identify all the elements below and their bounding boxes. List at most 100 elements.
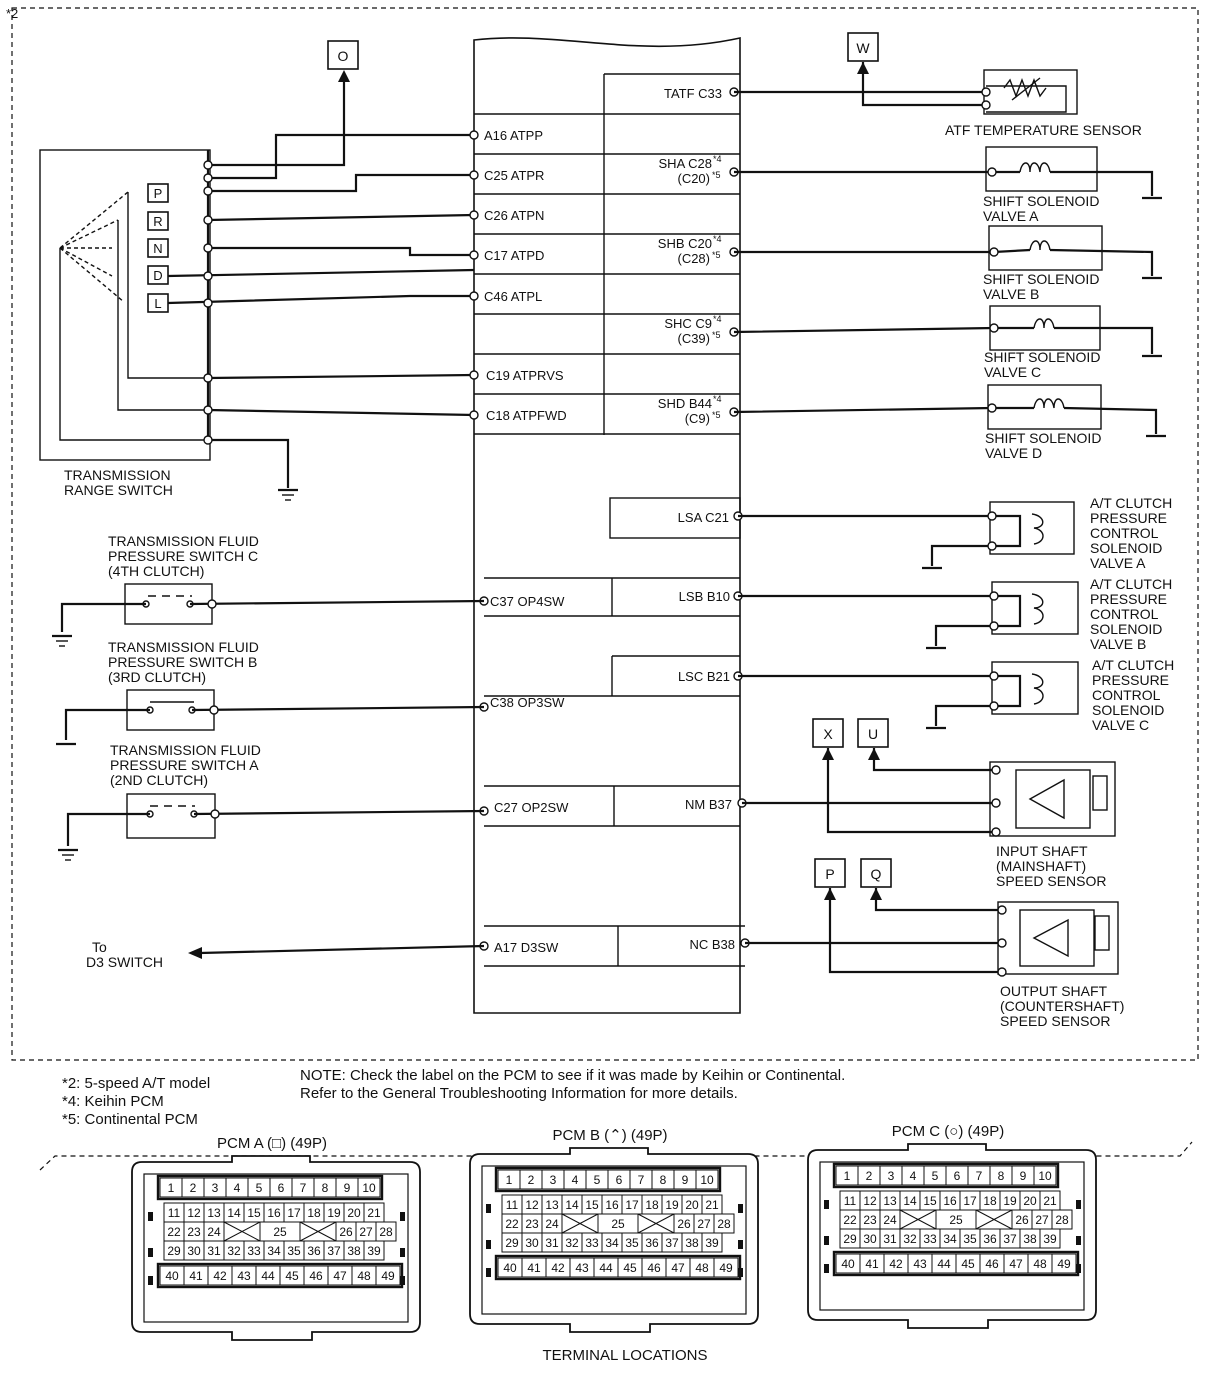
terminal-6: 6 <box>954 1169 961 1183</box>
svg-text:SOLENOID: SOLENOID <box>1092 702 1164 718</box>
svg-text:CONTROL: CONTROL <box>1090 525 1159 541</box>
terminal-8: 8 <box>998 1169 1005 1183</box>
terminal-18: 18 <box>645 1198 659 1212</box>
terminal-2: 2 <box>190 1181 197 1195</box>
svg-text:PRESSURE SWITCH C: PRESSURE SWITCH C <box>108 548 258 564</box>
pcm-left-pin-labels: A16 ATPP C25 ATPR C26 ATPN C17 ATPD C46 … <box>484 128 569 955</box>
svg-text:(2ND CLUTCH): (2ND CLUTCH) <box>110 772 208 788</box>
connector-tags: O W X U P Q <box>327 32 892 888</box>
terminal-42: 42 <box>551 1261 565 1275</box>
terminal-40: 40 <box>841 1257 855 1271</box>
range-l: L <box>154 296 161 311</box>
d3-switch-output: To D3 SWITCH <box>86 939 485 970</box>
pin-shb-alt: (C28) <box>677 251 710 266</box>
connector-title: PCM B (⌃) (49P) <box>552 1127 667 1144</box>
terminal-3: 3 <box>212 1181 219 1195</box>
pin-sha-alt-sup: *5 <box>712 170 721 180</box>
pin-shd-sup: *4 <box>713 394 722 404</box>
terminal-18: 18 <box>983 1194 997 1208</box>
terminal-7: 7 <box>300 1181 307 1195</box>
pin-shc: SHC C9 <box>664 316 712 331</box>
terminal-35: 35 <box>287 1244 301 1258</box>
terminal-13: 13 <box>207 1206 221 1220</box>
terminal-18: 18 <box>307 1206 321 1220</box>
svg-text:D3 SWITCH: D3 SWITCH <box>86 954 163 970</box>
output-shaft-speed-sensor: OUTPUT SHAFT (COUNTERSHAFT) SPEED SENSOR <box>745 888 1124 1029</box>
terminal-9: 9 <box>344 1181 351 1195</box>
pin-shd-alt-sup: *5 <box>712 410 721 420</box>
terminal-29: 29 <box>843 1232 857 1246</box>
terminal-10: 10 <box>362 1181 376 1195</box>
terminal-49: 49 <box>719 1261 733 1275</box>
svg-text:(3RD CLUTCH): (3RD CLUTCH) <box>108 669 206 685</box>
terminal-37: 37 <box>1003 1232 1017 1246</box>
terminal-1: 1 <box>168 1181 175 1195</box>
terminal-38: 38 <box>347 1244 361 1258</box>
connector-title: PCM A (□) (49P) <box>217 1135 327 1152</box>
terminal-31: 31 <box>883 1232 897 1246</box>
terminal-25: 25 <box>949 1213 963 1227</box>
terminal-15: 15 <box>247 1206 261 1220</box>
terminal-16: 16 <box>943 1194 957 1208</box>
terminal-48: 48 <box>357 1269 371 1283</box>
fluid-pressure-switch-a: TRANSMISSION FLUID PRESSURE SWITCH A (2N… <box>58 742 485 861</box>
terminal-25: 25 <box>611 1217 625 1231</box>
terminal-1: 1 <box>506 1173 513 1187</box>
terminal-6: 6 <box>616 1173 623 1187</box>
terminal-21: 21 <box>705 1198 719 1212</box>
tag-w-box <box>847 32 879 62</box>
pin-shc-alt: (C39) <box>677 331 710 346</box>
arrow-to-o <box>338 70 350 82</box>
range-switch-wires <box>167 78 475 488</box>
terminal-41: 41 <box>527 1261 541 1275</box>
fluid-pressure-switch-b: TRANSMISSION FLUID PRESSURE SWITCH B (3R… <box>56 639 485 746</box>
svg-text:VALVE B: VALVE B <box>983 286 1039 302</box>
terminal-32: 32 <box>227 1244 241 1258</box>
svg-text:*4: Keihin PCM: *4: Keihin PCM <box>62 1093 164 1110</box>
pin-shb-sup: *4 <box>713 234 722 244</box>
pin-c27: C27 OP2SW <box>494 800 569 815</box>
terminal-32: 32 <box>903 1232 917 1246</box>
terminal-4: 4 <box>572 1173 579 1187</box>
terminal-38: 38 <box>685 1236 699 1250</box>
tag-o: O <box>338 48 349 64</box>
terminal-28: 28 <box>379 1225 393 1239</box>
terminal-33: 33 <box>585 1236 599 1250</box>
terminal-11: 11 <box>168 1206 181 1220</box>
terminal-39: 39 <box>705 1236 719 1250</box>
shift-solenoid-b: SHIFT SOLENOID VALVE B <box>734 225 1162 302</box>
terminal-19: 19 <box>665 1198 679 1212</box>
terminal-14: 14 <box>903 1194 917 1208</box>
terminal-5: 5 <box>932 1169 939 1183</box>
terminal-24: 24 <box>545 1217 559 1231</box>
svg-text:ATF TEMPERATURE SENSOR: ATF TEMPERATURE SENSOR <box>945 122 1142 138</box>
tag-u-box <box>857 718 889 748</box>
terminal-36: 36 <box>645 1236 659 1250</box>
terminal-24: 24 <box>207 1225 221 1239</box>
terminal-37: 37 <box>665 1236 679 1250</box>
terminal-28: 28 <box>1055 1213 1069 1227</box>
terminal-13: 13 <box>545 1198 559 1212</box>
pin-c38: C38 OP3SW <box>490 695 565 710</box>
terminal-10: 10 <box>700 1173 714 1187</box>
svg-text:CONTROL: CONTROL <box>1090 606 1159 622</box>
terminal-2: 2 <box>528 1173 535 1187</box>
terminal-44: 44 <box>599 1261 613 1275</box>
terminal-31: 31 <box>207 1244 221 1258</box>
terminal-7: 7 <box>976 1169 983 1183</box>
terminal-16: 16 <box>267 1206 281 1220</box>
svg-text:PRESSURE: PRESSURE <box>1090 510 1167 526</box>
terminal-8: 8 <box>660 1173 667 1187</box>
svg-text:TRANSMISSION FLUID: TRANSMISSION FLUID <box>108 533 259 549</box>
pin-shb: SHB C20 <box>658 236 712 251</box>
svg-text:(COUNTERSHAFT): (COUNTERSHAFT) <box>1000 998 1124 1014</box>
terminal-27: 27 <box>359 1225 373 1239</box>
terminal-20: 20 <box>1023 1194 1037 1208</box>
range-p: P <box>154 186 163 201</box>
terminal-35: 35 <box>625 1236 639 1250</box>
tag-p-box <box>814 858 846 888</box>
